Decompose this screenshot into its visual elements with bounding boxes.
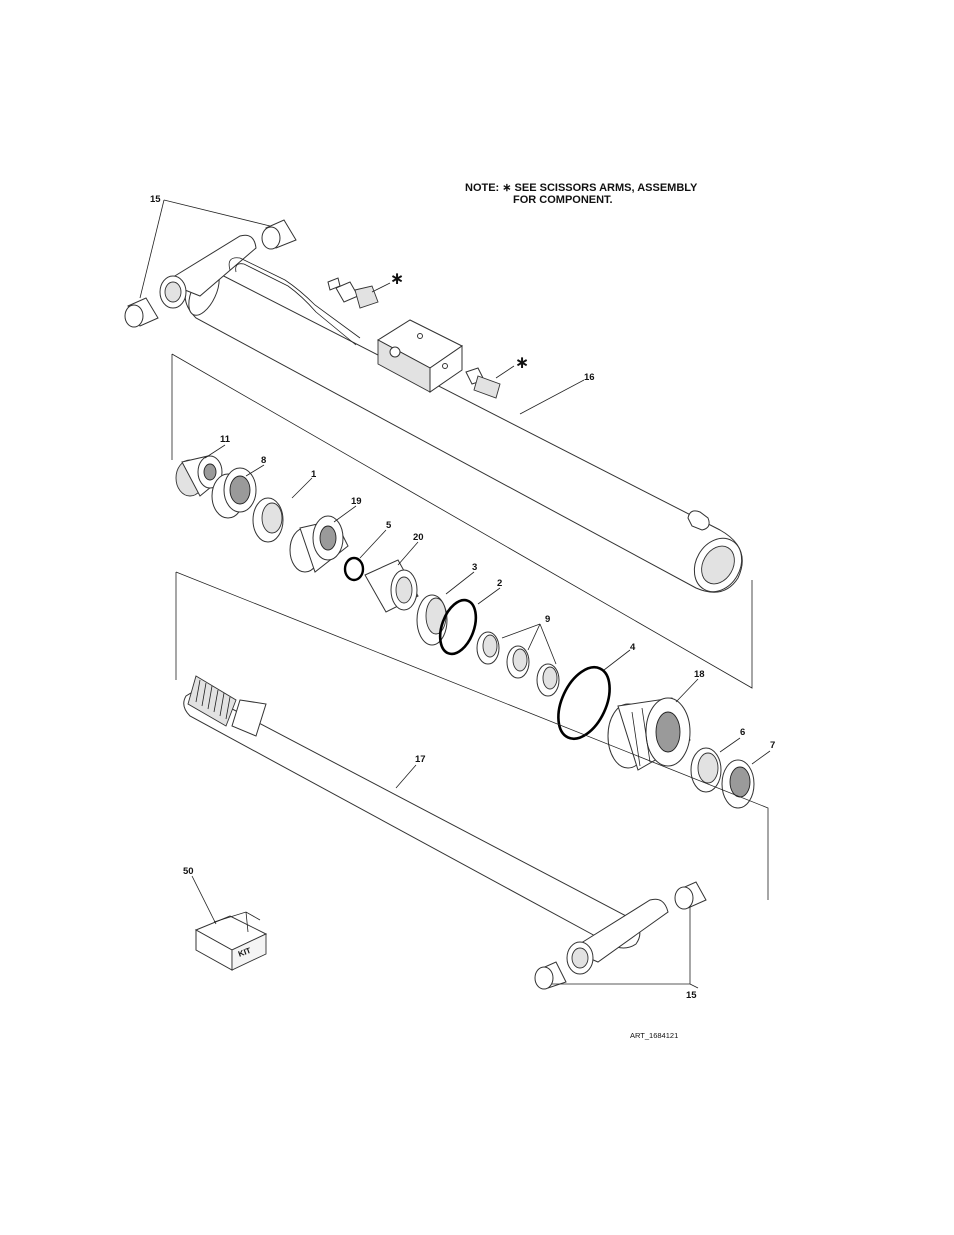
check-valve-fitting: [465, 367, 501, 399]
piston-rod: [183, 675, 669, 975]
callout-5: 5: [386, 520, 392, 531]
callout-15-top: 15: [150, 194, 161, 205]
callout-7: 7: [770, 740, 775, 751]
note-text: NOTE: ∗ SEE SCISSORS ARMS, ASSEMBLY FOR …: [465, 182, 697, 206]
callout-1: 1: [311, 469, 317, 480]
callout-18: 18: [694, 669, 705, 680]
part-19-head: [289, 515, 349, 573]
part-8-rod-seal: [211, 467, 257, 519]
callout-2: 2: [497, 578, 502, 589]
callout-19: 19: [351, 496, 362, 507]
callout-16: 16: [584, 372, 595, 383]
part-9-seal-set: [476, 631, 560, 697]
part-11-wiper: [175, 455, 223, 497]
callout-8: 8: [261, 455, 266, 466]
part-4-o-ring: [557, 666, 611, 740]
callout-17: 17: [415, 754, 426, 765]
art-id: ART_1684121: [630, 1031, 679, 1040]
callout-11: 11: [220, 434, 231, 445]
kit-box: KIT: [194, 911, 268, 971]
bushing-top-left: [124, 297, 159, 328]
callout-9: 9: [545, 614, 550, 625]
cylinder-barrel: [159, 234, 743, 593]
callout-3: 3: [472, 562, 477, 573]
part-2-o-ring: [438, 598, 478, 656]
part-7-nut: [721, 759, 755, 809]
bushing-top-right: [261, 219, 297, 250]
bushing-bottom-left: [534, 961, 567, 990]
kit-label: KIT: [237, 946, 252, 959]
callout-4: 4: [630, 642, 636, 653]
valve-block: [377, 319, 463, 393]
callout-labels: 15 ∗ ∗ 16 11 8 1 19 5 20 3 2 9 4 18 6 7 …: [150, 194, 775, 1001]
bushing-bottom-right: [674, 881, 707, 910]
part-5-o-ring: [343, 556, 365, 582]
leader-lines: [139, 199, 771, 989]
asterisk-top: ∗: [390, 269, 404, 289]
solenoid-valve-fitting: [327, 277, 379, 309]
callout-20: 20: [413, 532, 424, 543]
callout-50: 50: [183, 866, 194, 877]
note-line-1: NOTE: ∗ SEE SCISSORS ARMS, ASSEMBLY: [465, 182, 698, 194]
part-18-piston: [607, 697, 691, 771]
part-20-spacer: [364, 559, 419, 613]
note-line-2: FOR COMPONENT.: [513, 194, 613, 206]
asterisk-middle: ∗: [515, 353, 529, 373]
part-1-wear-ring: [252, 497, 284, 543]
callout-15-bottom: 15: [686, 990, 697, 1001]
part-6-ring: [690, 747, 722, 793]
callout-6: 6: [740, 727, 745, 738]
